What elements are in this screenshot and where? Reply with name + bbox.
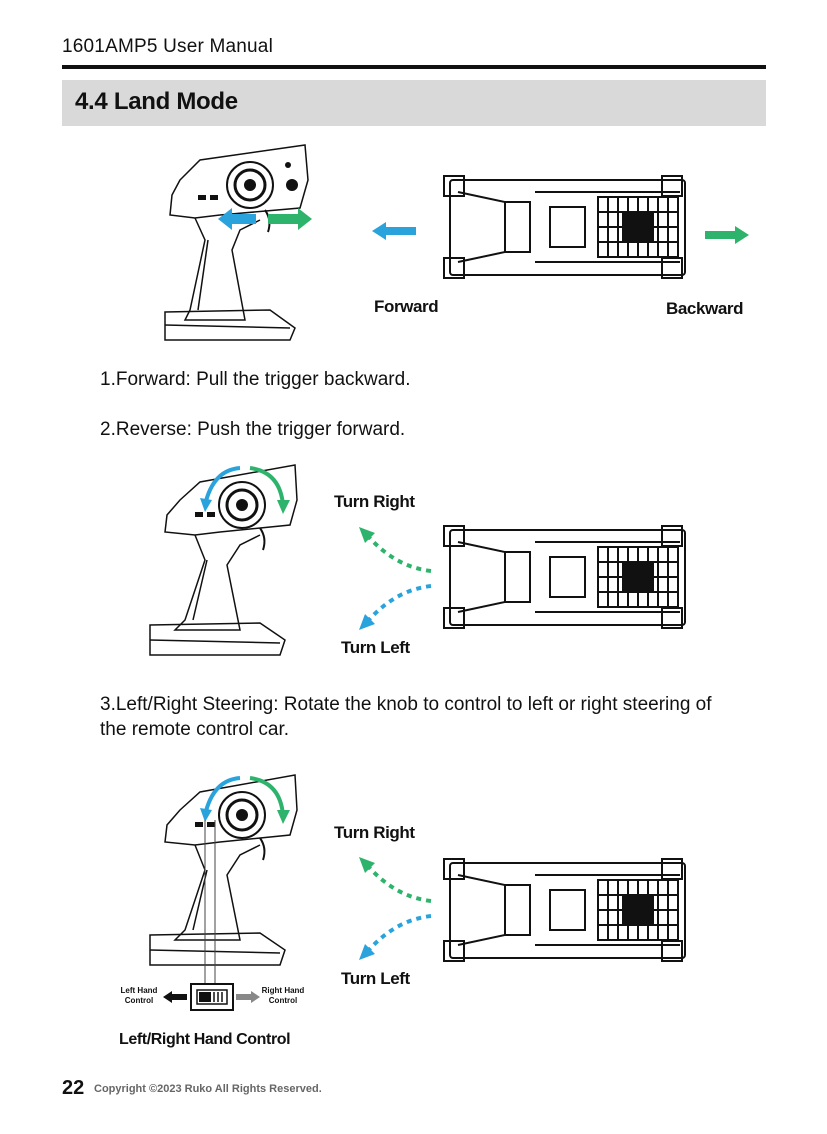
turn-left-label-2: Turn Left	[341, 969, 410, 988]
forward-label: Forward	[374, 297, 439, 316]
turn-left-label: Turn Left	[341, 638, 410, 657]
trigger-backward-arrow	[268, 208, 312, 230]
section-title: 4.4 Land Mode	[75, 88, 238, 115]
left-hand-control-label: Left Hand Control	[120, 986, 158, 1005]
rc-car-topview-3	[443, 858, 686, 962]
rc-car-topview-1	[443, 175, 686, 279]
section-bar	[62, 80, 766, 126]
transmitter-illustration-2	[149, 464, 298, 656]
hand-control-caption: Left/Right Hand Control	[119, 1031, 291, 1048]
right-hand-control-label: Right Hand Control	[261, 986, 305, 1005]
copyright-notice: Copyright ©2023 Ruko All Rights Reserved…	[94, 1083, 322, 1095]
hand-control-switch	[190, 983, 234, 1011]
transmitter-illustration-1	[164, 144, 309, 341]
rc-car-topview-2	[443, 525, 686, 629]
switch-callout-line	[204, 820, 216, 986]
turn-left-arrow	[359, 584, 432, 630]
instruction-steering: 3.Left/Right Steering: Rotate the knob t…	[100, 694, 712, 740]
instruction-forward: 1.Forward: Pull the trigger backward.	[100, 369, 411, 390]
car-forward-arrow	[372, 222, 416, 240]
instruction-reverse: 2.Reverse: Push the trigger forward.	[100, 419, 406, 440]
page-number: 22	[62, 1077, 85, 1099]
transmitter-illustration-3	[149, 774, 298, 966]
turn-right-arrow-2	[359, 857, 432, 903]
right-hand-arrow	[236, 991, 260, 1003]
car-backward-arrow	[705, 226, 749, 244]
turn-right-arrow	[359, 527, 432, 573]
trigger-forward-arrow	[218, 208, 256, 230]
header-rule	[62, 65, 766, 69]
turn-right-label-2: Turn Right	[334, 823, 415, 842]
backward-label: Backward	[666, 299, 744, 318]
turn-left-arrow-2	[359, 914, 432, 960]
left-hand-arrow	[163, 991, 187, 1003]
turn-right-label: Turn Right	[334, 492, 415, 511]
manual-title: 1601AMP5 User Manual	[62, 36, 273, 57]
